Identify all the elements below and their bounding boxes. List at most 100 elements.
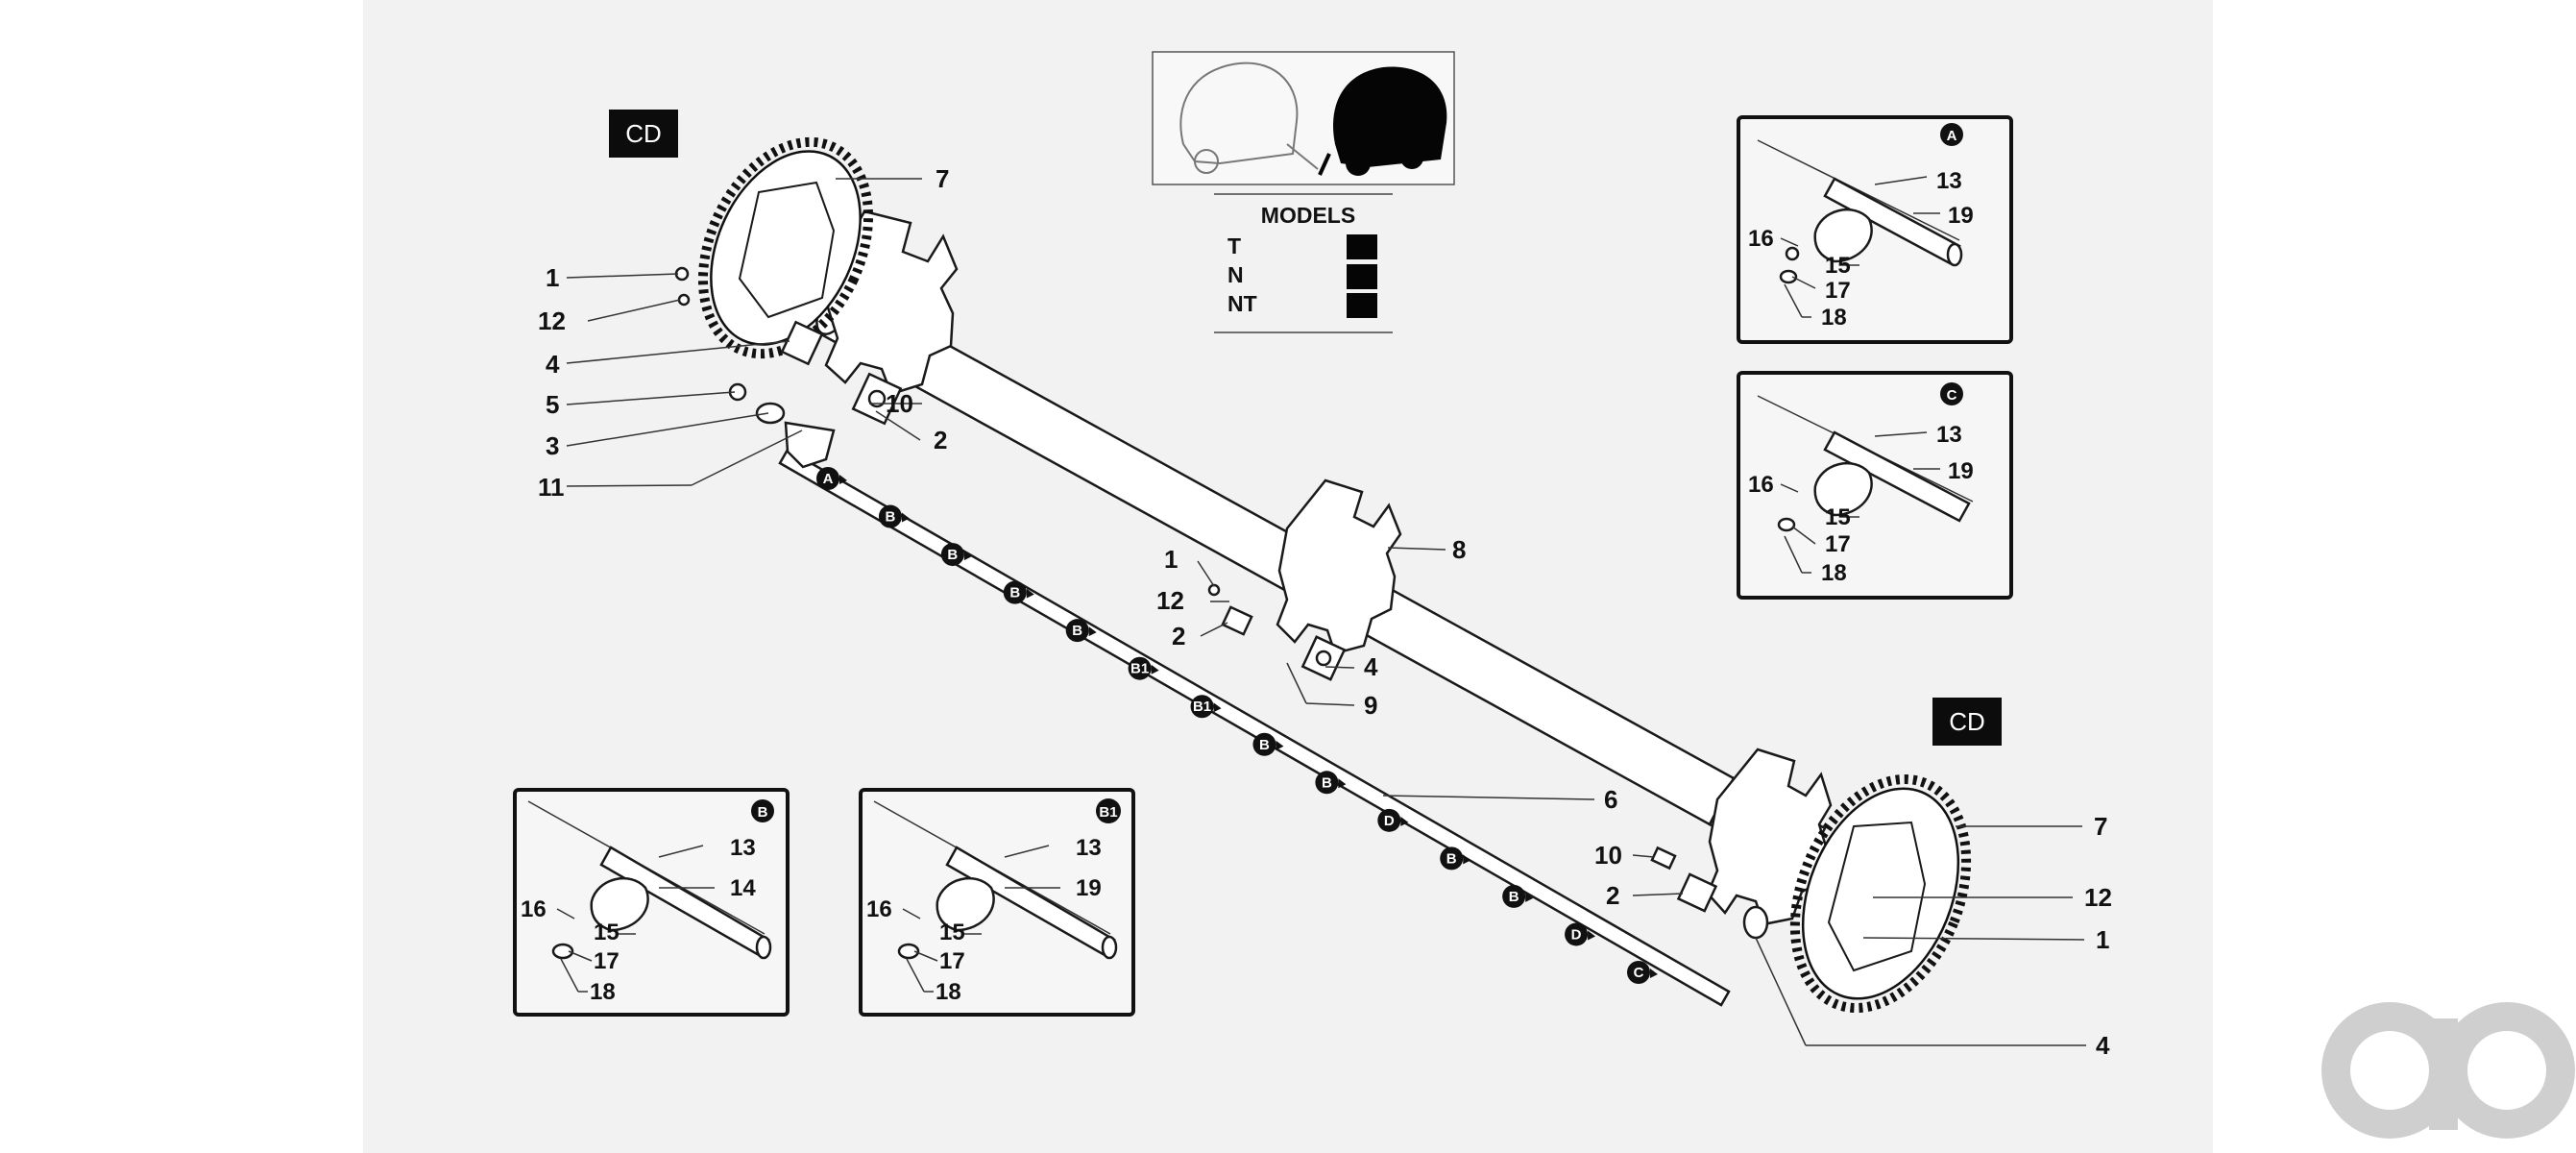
callout-12: 12 <box>538 307 566 335</box>
inset-a-18: 18 <box>1821 305 1847 331</box>
inset-c-13: 13 <box>1936 422 1962 448</box>
watermark-text: ao <box>2448 1142 2451 1144</box>
shaft-badge-label: D <box>1571 926 1582 943</box>
callout-12: 12 <box>2084 883 2112 912</box>
callout-2: 2 <box>1172 622 1185 650</box>
shaft-badge-label: B <box>947 547 958 563</box>
shaft-badge-d: D <box>1565 922 1596 946</box>
inset-c-19: 19 <box>1948 458 1974 484</box>
callout-12: 12 <box>1156 586 1184 615</box>
model-t-marker <box>1347 234 1377 259</box>
leader-lines <box>566 178 2086 1046</box>
shaft-badge-a: A <box>816 467 847 490</box>
shaft-badge-label: B <box>1446 850 1457 867</box>
shaft-badge-b1: B1 <box>1190 695 1222 719</box>
callout-5: 5 <box>546 390 559 419</box>
callout-11: 11 <box>538 473 565 502</box>
shaft-badge-label: B <box>1322 774 1332 791</box>
shaft-badge-label: B <box>1009 585 1020 601</box>
shaft-badge-b: B <box>1065 619 1097 643</box>
callout-10: 10 <box>1594 841 1622 870</box>
cd-tag-right-text: CD <box>1949 707 1985 736</box>
shaft-badge-b1: B1 <box>1128 656 1159 680</box>
shaft-badge-label: B <box>1259 737 1270 753</box>
inset-b-14: 14 <box>730 875 756 901</box>
callout-6: 6 <box>1604 785 1617 814</box>
inset-a-17: 17 <box>1825 278 1851 304</box>
shaft-badge-label: D <box>1384 813 1395 829</box>
cd-tag-left-text: CD <box>625 119 662 148</box>
callouts-upper-left: 7 1 12 4 10 5 2 3 11 <box>538 164 949 502</box>
callout-1: 1 <box>1164 545 1178 574</box>
inset-a-16: 16 <box>1748 226 1774 252</box>
inset-b: B 13 14 16 15 17 18 <box>513 788 790 1017</box>
inset-b1-19: 19 <box>1076 875 1102 901</box>
inset-b1-13: 13 <box>1076 835 1102 861</box>
inset-c-16: 16 <box>1748 472 1774 498</box>
inset-b1-15: 15 <box>939 920 965 945</box>
shaft-badge-b: B <box>878 504 910 528</box>
callout-8: 8 <box>1452 535 1466 564</box>
shaft-badge-b: B <box>1440 846 1471 871</box>
inset-b-18: 18 <box>590 979 616 1005</box>
callout-9: 9 <box>1364 691 1377 720</box>
models-key: MODELS T N NT <box>1152 51 1455 333</box>
callout-4: 4 <box>2096 1031 2110 1060</box>
inset-b-16: 16 <box>521 896 547 922</box>
inset-b1-18: 18 <box>936 979 961 1005</box>
models-title: MODELS <box>1261 203 1355 228</box>
inset-b1: B1 13 19 16 15 17 18 <box>859 788 1135 1017</box>
inset-a-13: 13 <box>1936 168 1962 194</box>
inset-a-19: 19 <box>1948 203 1974 229</box>
inset-c-letter: C <box>1947 387 1957 404</box>
cd-tag-left: CD <box>609 110 678 158</box>
model-nt-marker <box>1347 293 1377 318</box>
inset-a: A 13 16 19 15 17 18 <box>1737 115 2013 344</box>
model-n-marker <box>1347 264 1377 289</box>
inset-b1-16: 16 <box>866 896 892 922</box>
inset-b1-letter: B1 <box>1099 804 1117 821</box>
shaft-badge-label: A <box>823 471 834 487</box>
shaft-badge-label: B <box>1509 889 1519 905</box>
left-sprocket <box>697 136 874 359</box>
shaft-badge-d: D <box>1377 808 1409 832</box>
shaft-badge-b: B <box>1252 732 1284 756</box>
callout-4: 4 <box>1364 652 1378 681</box>
callout-1: 1 <box>546 263 559 292</box>
cd-tag-right: CD <box>1932 698 2002 746</box>
shaft-badge-label: B1 <box>1193 699 1211 715</box>
model-code-nt: NT <box>1227 291 1257 316</box>
callout-7: 7 <box>936 164 949 193</box>
shaft-badge-b: B <box>1315 771 1347 795</box>
model-code-n: N <box>1227 262 1244 287</box>
callout-7: 7 <box>2094 812 2107 841</box>
inset-c: C 13 16 19 15 17 18 <box>1737 371 2013 600</box>
inset-b-17: 17 <box>594 948 620 974</box>
inset-c-15: 15 <box>1825 504 1851 530</box>
shaft-badge-label: C <box>1634 965 1644 981</box>
right-sprocket <box>1789 773 1972 1014</box>
shaft-badge-c: C <box>1627 961 1658 984</box>
callout-10: 10 <box>886 389 913 418</box>
baler-filled-icon <box>1318 66 1447 176</box>
middle-disc <box>1276 478 1402 655</box>
inset-a-15: 15 <box>1825 253 1851 279</box>
shaft-badge-label: B <box>886 509 896 526</box>
shaft-badge-label: B1 <box>1130 661 1149 677</box>
callouts-middle: 8 1 12 2 4 9 <box>1156 535 1466 720</box>
inset-b-letter: B <box>758 804 768 821</box>
small-parts <box>674 266 1769 940</box>
baler-outline-icon <box>1179 61 1319 174</box>
left-disc <box>824 209 959 396</box>
model-code-t: T <box>1227 233 1241 258</box>
shaft-badge-label: B <box>1072 623 1082 639</box>
inset-c-18: 18 <box>1821 560 1847 586</box>
inset-b-15: 15 <box>594 920 620 945</box>
callouts-lower-right: 6 10 2 7 12 1 4 <box>1594 785 2112 1060</box>
callout-2: 2 <box>934 426 947 454</box>
inset-c-17: 17 <box>1825 531 1851 557</box>
callout-3: 3 <box>546 431 559 460</box>
shaft-badge-b: B <box>1502 884 1534 908</box>
